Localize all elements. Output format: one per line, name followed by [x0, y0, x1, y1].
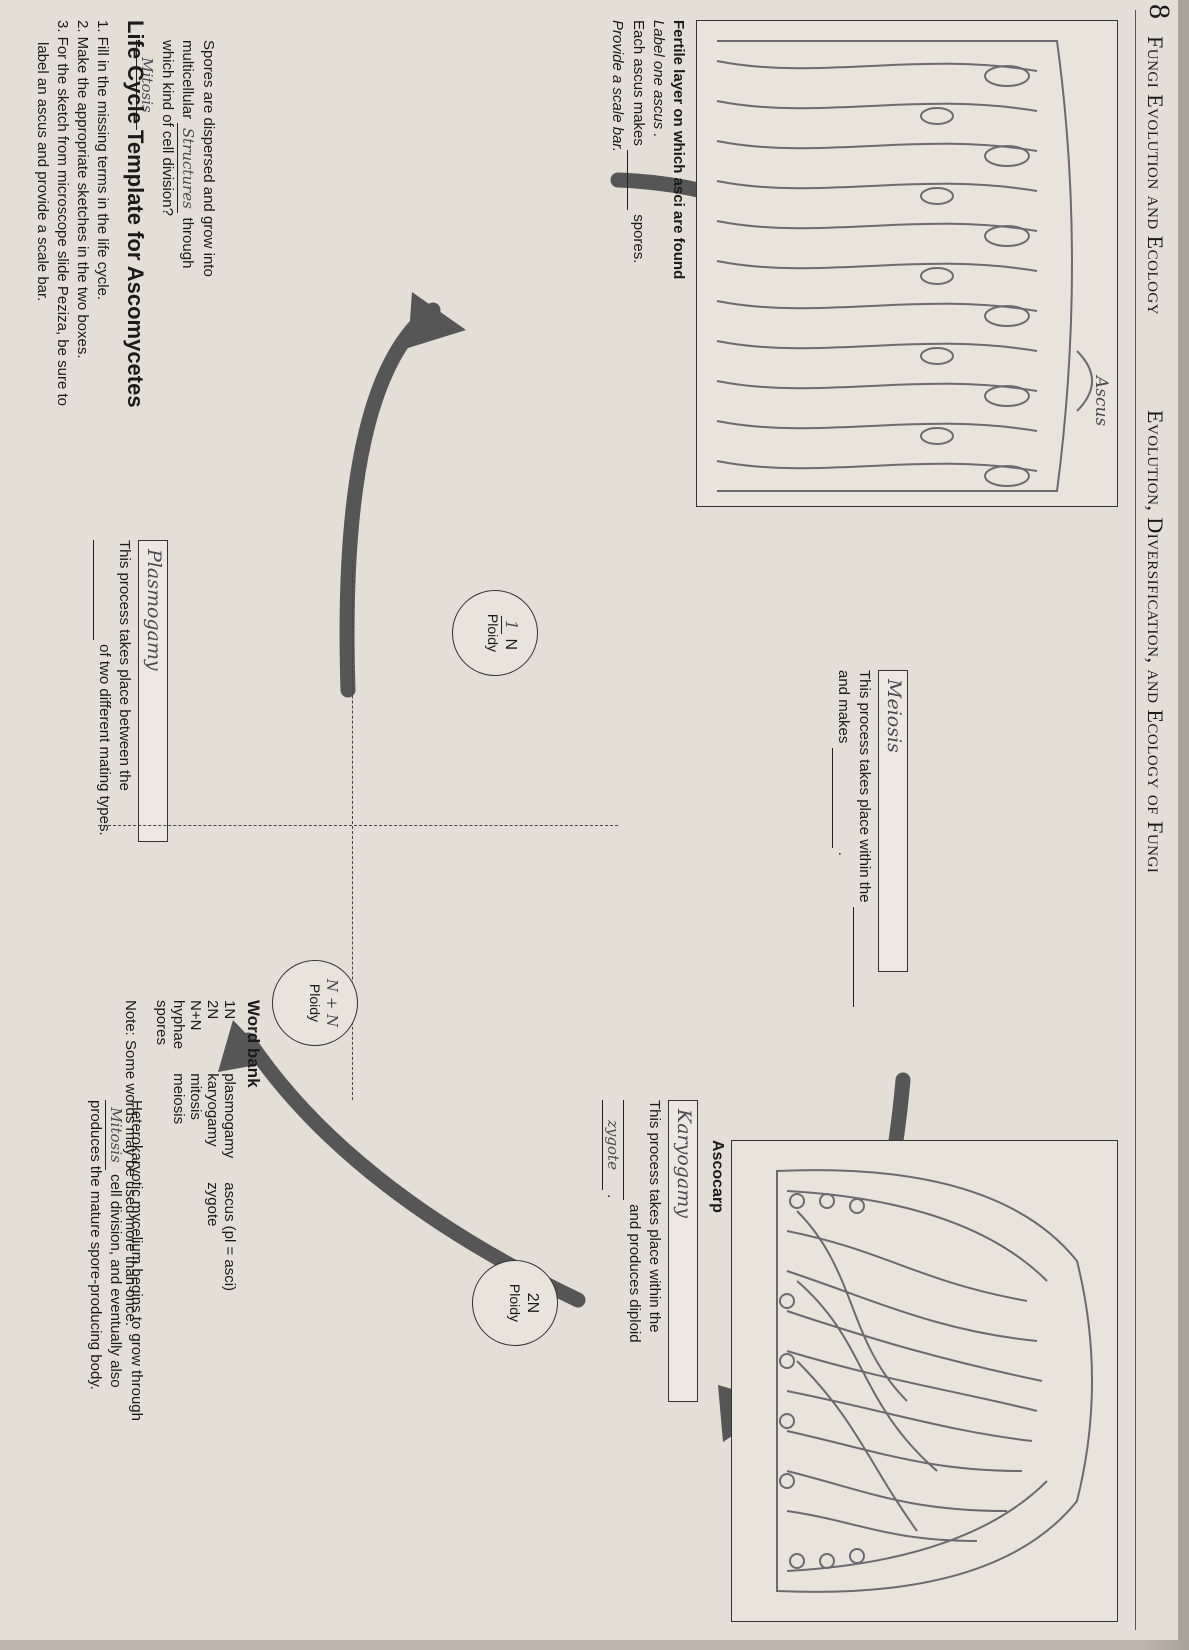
fertile-layer-sketch-box: Ascus	[696, 20, 1118, 507]
spores-line3: which kind of cell division?	[159, 40, 176, 216]
karyogamy-blank	[623, 1100, 644, 1200]
spores-step-text: Spores are dispersed and grow into multi…	[136, 40, 218, 420]
karyogamy-end: .	[604, 1194, 621, 1199]
word-spores: spores	[153, 1000, 170, 1046]
karyogamy-line1: This process takes place within the	[646, 1100, 663, 1333]
meiosis-end: .	[835, 851, 852, 856]
karyogamy-answer: Karyogamy	[673, 1109, 695, 1219]
word-2n: 2N	[204, 1000, 221, 1020]
meiosis-line2: and makes	[835, 670, 852, 744]
ascus-spores-post: spores.	[630, 214, 647, 264]
ploidy-2n-value: 2N	[524, 1292, 541, 1314]
word-ascus: ascus (pl = asci)	[221, 1182, 238, 1292]
ploidy-n-plus-n-label: Ploidy	[307, 983, 323, 1023]
ascocarp-sketch	[776, 1169, 1093, 1593]
word-plasmogamy: plasmogamy	[221, 1073, 238, 1159]
word-1n: 1N	[221, 1000, 238, 1020]
meiosis-blank2	[832, 747, 853, 848]
word-bank-col-2: plasmogamy karyogamy mitosis meiosis	[152, 1073, 239, 1182]
karyogamy-line2: and produces diploid	[626, 1204, 643, 1343]
word-hyphae: hyphae	[170, 1000, 187, 1050]
karyogamy-answer2: zygote	[602, 1100, 623, 1190]
meiosis-blank1	[853, 906, 874, 1007]
spores-answer1: Structures	[177, 123, 198, 214]
ascus-spores-pre: Each ascus makes	[630, 20, 647, 146]
spores-line2-post: through	[179, 217, 196, 269]
meiosis-answer: Meiosis	[883, 679, 905, 753]
spores-line2: multicellular Structures through	[177, 40, 198, 420]
word-n-plus-n: N+N	[187, 1000, 204, 1031]
word-bank-table: 1N 2N N+N hyphae spores plasmogamy karyo…	[152, 1000, 239, 1315]
ploidy-circle-n-plus-n: N + N Ploidy	[272, 960, 358, 1046]
ploidy-1n-unit: N	[502, 638, 519, 651]
ploidy-n-plus-n-value: N + N	[323, 978, 341, 1028]
ploidy-1n-label: Ploidy	[485, 613, 501, 653]
instruction-3-cont: label an ascus and provide a scale bar.	[34, 42, 51, 302]
word-bank: Word bank 1N 2N N+N hyphae spores plasmo…	[120, 1000, 263, 1560]
scale-bar-instruction: Provide a scale bar.	[609, 20, 626, 153]
ploidy-1n-value: 1 N	[501, 591, 521, 675]
word-bank-title: Word bank	[244, 1000, 263, 1088]
instruction-2: 2. Make the appropriate sketches in the …	[74, 20, 91, 359]
word-bank-col-1: 1N 2N N+N hyphae spores	[152, 1000, 239, 1073]
fertile-layer-heading: Fertile layer on which asci are found	[670, 20, 687, 280]
karyogamy-text: This process takes place within the and …	[602, 1100, 664, 1580]
karyogamy-box: Karyogamy	[668, 1100, 698, 1402]
ascocarp-label: Ascocarp	[709, 1140, 726, 1213]
spores-line2-pre: multicellular	[179, 40, 196, 120]
ploidy-circle-2n: 2N Ploidy	[472, 1260, 558, 1346]
fertile-layer-text: Fertile layer on which asci are found La…	[607, 20, 688, 540]
ploidy-circle-1n: 1 N Ploidy	[452, 590, 538, 676]
meiosis-text: This process takes place within the and …	[832, 670, 874, 1150]
word-bank-col-3: ascus (pl = asci) zygote	[152, 1182, 239, 1315]
ascocarp-sketch-box	[731, 1140, 1118, 1622]
fertile-layer-instruction: Label one ascus .	[650, 20, 667, 138]
meiosis-line1: This process takes place within the	[856, 670, 873, 903]
word-mitosis: mitosis	[187, 1073, 204, 1120]
instruction-3: 3. For the sketch from microscope slide …	[54, 20, 71, 406]
ascus-spores-blank	[627, 150, 648, 211]
ploidy-1n-answer: 1	[501, 615, 521, 635]
word-bank-note: Note: Some words may be used more than o…	[122, 1000, 139, 1327]
divider-vertical	[98, 825, 618, 826]
ascus-spores-line: Each ascus makes spores.	[627, 20, 648, 540]
word-karyogamy: karyogamy	[204, 1073, 221, 1147]
ascus-handwritten-label: Ascus	[1091, 376, 1111, 427]
meiosis-box: Meiosis	[878, 670, 908, 972]
word-zygote: zygote	[204, 1182, 221, 1227]
spores-line1: Spores are dispersed and grow into	[200, 40, 217, 277]
fertile-layer-sketch	[716, 40, 1093, 492]
instruction-1: 1. Fill in the missing terms in the life…	[94, 20, 111, 301]
ploidy-2n-label: Ploidy	[507, 1283, 523, 1323]
mycelium-line3: produces the mature spore-producing body…	[87, 1100, 104, 1390]
template-title: Life Cycle Template for Ascomycetes	[123, 20, 148, 408]
word-meiosis: meiosis	[170, 1073, 187, 1125]
template-block: Life Cycle Template for Ascomycetes 1. F…	[32, 20, 148, 740]
